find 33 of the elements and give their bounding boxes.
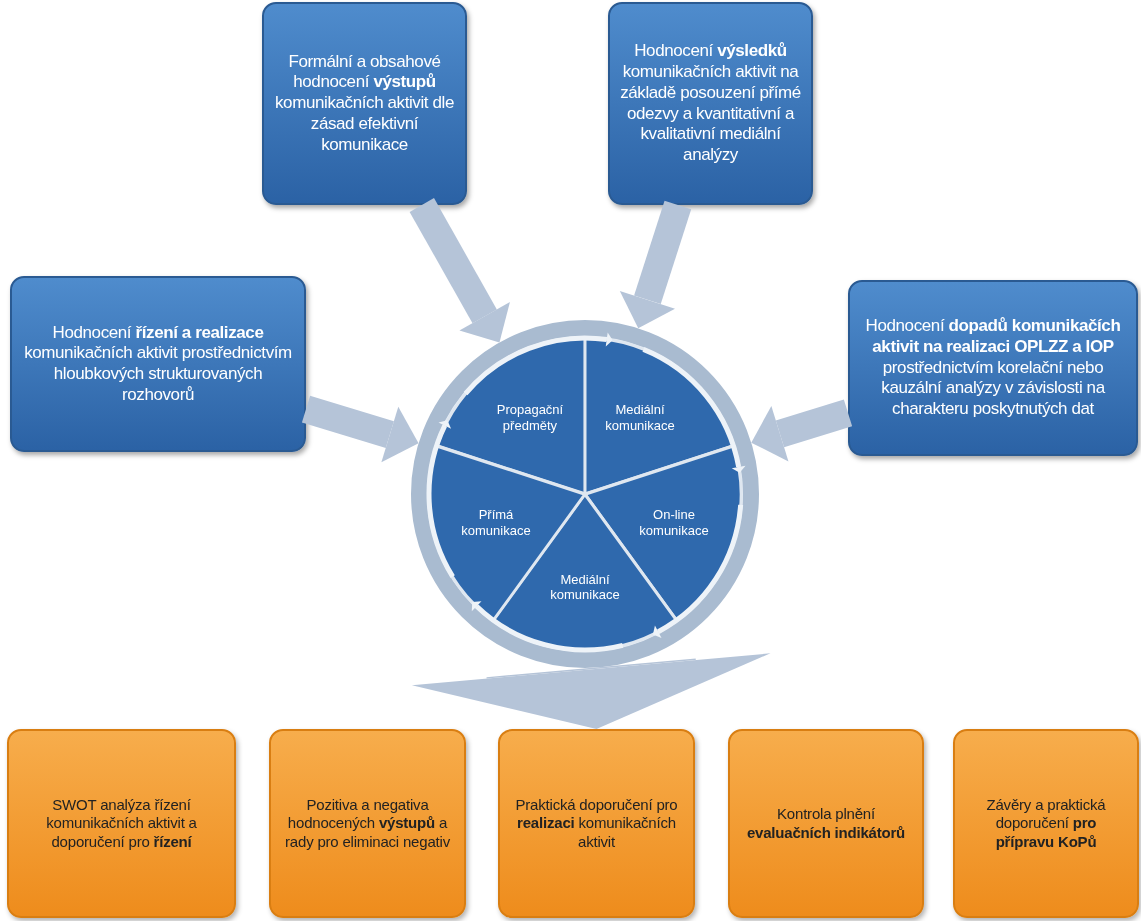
process-box — [953, 729, 1139, 918]
arrow — [411, 653, 771, 729]
box-text: Závěry a praktická doporučení pro přípravu KoPů — [985, 796, 1107, 851]
box-text: Hodnocení výsledků komunikačních aktivit na základě posouzení přímé odezvy a kvantitativní a kvalitativní mediální analýzy — [619, 41, 802, 166]
arrow — [619, 200, 692, 329]
process-box — [269, 729, 466, 918]
segment-label: Přímá komunikace — [460, 507, 532, 539]
process-box — [262, 2, 467, 205]
segment-label: Mediální komunikace — [549, 572, 621, 604]
arrow — [472, 600, 624, 653]
segment-label: On-line komunikace — [638, 507, 710, 539]
arrow — [301, 395, 419, 463]
process-box — [728, 729, 924, 918]
process-box — [10, 276, 306, 452]
box-text: Formální a obsahové hodnocení výstupů komunikačních aktivit dle zásad efektivní komunikace — [274, 51, 455, 156]
arrow — [409, 198, 510, 343]
segment-label: Propagační předměty — [495, 402, 565, 434]
arrow — [426, 420, 455, 578]
box-text: Praktická doporučení pro realizaci komunikačních aktivit — [514, 796, 679, 851]
box-text: Hodnocení řízení a realizace komunikačních aktivit prostřednictvím hloubkových strukturovaných rozhovorů — [23, 322, 293, 406]
process-box — [7, 729, 236, 918]
box-text: Kontrola plnění evaluačních indikátorů — [745, 805, 907, 842]
process-box — [498, 729, 695, 918]
box-text: Hodnocení dopadů komunikačích aktivit na realizaci OPLZZ a IOP prostřednictvím korelační nebo kauzální analýzy v závislosti na charakteru poskytnutých dat — [864, 316, 1122, 420]
arrow — [642, 347, 746, 473]
arrow — [653, 504, 744, 638]
process-box — [848, 280, 1138, 456]
arrow — [751, 399, 853, 462]
box-text: Pozitiva a negativa hodnocených výstupů a rady pro eliminaci negativ — [284, 796, 451, 851]
box-text: SWOT analýza řízení komunikačních aktivit a doporučení pro řízení — [45, 796, 198, 851]
segment-label: Mediální komunikace — [604, 402, 676, 434]
arrow — [463, 332, 613, 396]
process-box — [608, 2, 813, 205]
